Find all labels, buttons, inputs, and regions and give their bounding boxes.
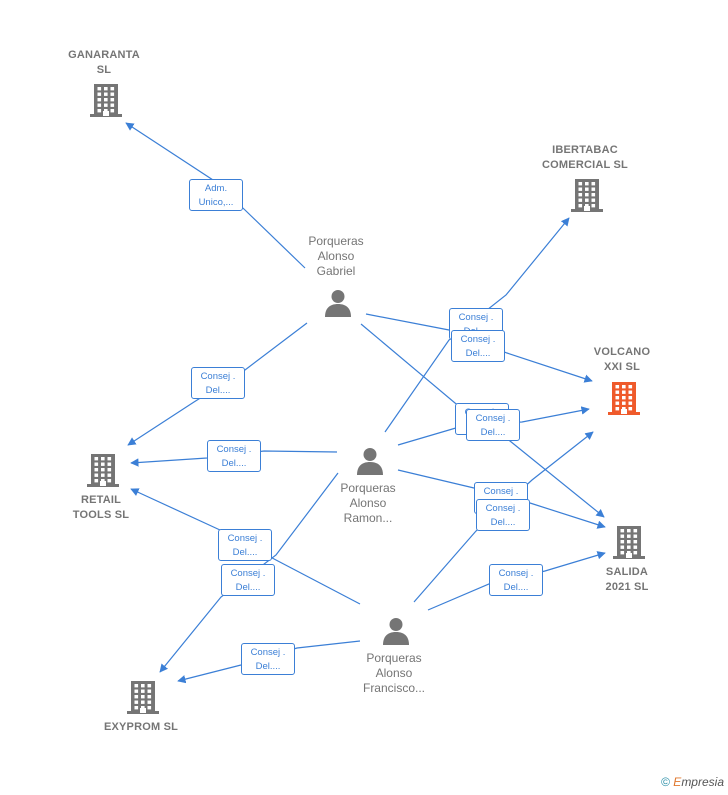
- node-ramon-line2: Alonso: [349, 496, 387, 510]
- edge-label-francisco-salida[interactable]: Consej . Del....: [489, 564, 543, 596]
- node-francisco-line1: Porqueras: [366, 651, 422, 665]
- exyprom-building-icon[interactable]: [127, 679, 159, 720]
- edge-label-gabriel-volcano[interactable]: Consej . Del....: [451, 330, 505, 362]
- francisco-person-icon[interactable]: [381, 616, 411, 651]
- brand-initial: E: [673, 775, 682, 789]
- edge-label-line2: Unico,...: [198, 197, 234, 208]
- ramon-person-icon[interactable]: [355, 446, 385, 481]
- edge-label-line1: Consej .: [475, 413, 511, 424]
- ibertabac-building-icon[interactable]: [571, 177, 603, 218]
- node-ibertabac[interactable]: IBERTABAC COMERCIAL SL: [525, 143, 645, 173]
- node-gabriel-line2: Alonso: [317, 249, 355, 263]
- node-salida[interactable]: SALIDA 2021 SL: [577, 565, 677, 595]
- edge-label-line1: Adm.: [204, 183, 228, 194]
- edge-label-line1: Consej .: [458, 312, 494, 323]
- edge-label-line2: Del....: [503, 582, 529, 593]
- edge-label-francisco-volcano[interactable]: Consej . Del....: [476, 499, 530, 531]
- node-ibertabac-line1: IBERTABAC: [552, 144, 618, 156]
- gabriel-person-icon[interactable]: [323, 288, 353, 323]
- edge-label-line1: Consej .: [485, 503, 521, 514]
- node-gabriel-line1: Porqueras: [308, 234, 364, 248]
- node-retail[interactable]: RETAIL TOOLS SL: [51, 493, 151, 523]
- brand-rest: mpresia: [681, 775, 724, 789]
- node-volcano-line2: XXI SL: [603, 361, 641, 373]
- edge-label-line2: Del....: [465, 348, 491, 359]
- ganaranta-building-icon[interactable]: [90, 82, 122, 123]
- edge-label-francisco-retail[interactable]: Consej . Del....: [218, 529, 272, 561]
- copyright-icon: ©: [661, 775, 670, 789]
- node-gabriel-line3: Gabriel: [316, 264, 356, 278]
- edge-label-gabriel-retail[interactable]: Consej . Del....: [191, 367, 245, 399]
- node-ramon-line3: Ramon...: [343, 511, 393, 525]
- edge-label-line1: Consej .: [498, 568, 534, 579]
- node-ramon[interactable]: Porqueras Alonso Ramon...: [318, 481, 418, 526]
- node-salida-line1: SALIDA: [605, 566, 649, 578]
- node-francisco[interactable]: Porqueras Alonso Francisco...: [344, 651, 444, 696]
- node-ganaranta[interactable]: GANARANTA SL: [54, 48, 154, 78]
- node-ramon-line1: Porqueras: [340, 481, 396, 495]
- edge-label-line2: Del....: [255, 661, 281, 672]
- node-francisco-line3: Francisco...: [362, 681, 425, 695]
- empresia-logo[interactable]: Empresia: [673, 775, 724, 789]
- edge-label-ramon-retail[interactable]: Consej . Del....: [207, 440, 261, 472]
- node-retail-line1: RETAIL: [80, 494, 122, 506]
- node-volcano[interactable]: VOLCANO XXI SL: [572, 345, 672, 375]
- retail-building-icon[interactable]: [87, 452, 119, 493]
- node-gabriel[interactable]: Porqueras Alonso Gabriel: [286, 234, 386, 279]
- edge-label-line1: Consej .: [200, 371, 236, 382]
- edge-label-line1: Consej .: [483, 486, 519, 497]
- edge-label-line2: Del....: [221, 458, 247, 469]
- edge-label-line2: Del....: [205, 385, 231, 396]
- node-salida-line2: 2021 SL: [605, 581, 649, 593]
- footer-credit: © Empresia: [661, 775, 724, 789]
- edge-label-line1: Consej .: [227, 533, 263, 544]
- edge-label-ramon-exyprom[interactable]: Consej . Del....: [221, 564, 275, 596]
- salida-building-icon[interactable]: [613, 524, 645, 565]
- edge-label-line1: Consej .: [460, 334, 496, 345]
- edge-label-francisco-exyprom[interactable]: Consej . Del....: [241, 643, 295, 675]
- node-retail-line2: TOOLS SL: [72, 509, 130, 521]
- node-volcano-line1: VOLCANO: [593, 346, 651, 358]
- node-ibertabac-line2: COMERCIAL SL: [542, 159, 628, 171]
- edge-label-line2: Del....: [235, 582, 261, 593]
- node-exyprom[interactable]: EXYPROM SL: [91, 720, 191, 735]
- edge-label-gabriel-ganaranta[interactable]: Adm. Unico,...: [189, 179, 243, 211]
- edge-label-line1: Consej .: [250, 647, 286, 658]
- node-francisco-line2: Alonso: [375, 666, 413, 680]
- node-exyprom-line1: EXYPROM SL: [103, 721, 179, 733]
- edge-label-line2: Del....: [480, 427, 506, 438]
- node-ganaranta-line2: SL: [96, 64, 112, 76]
- edge-label-line1: Consej .: [230, 568, 266, 579]
- edge-label-line1: Consej .: [216, 444, 252, 455]
- edge-label-line2: Del....: [490, 517, 516, 528]
- volcano-building-icon[interactable]: [608, 380, 640, 421]
- edge-label-ramon-volcano[interactable]: Consej . Del....: [466, 409, 520, 441]
- node-ganaranta-line1: GANARANTA: [68, 49, 140, 61]
- edge-label-line2: Del....: [232, 547, 258, 558]
